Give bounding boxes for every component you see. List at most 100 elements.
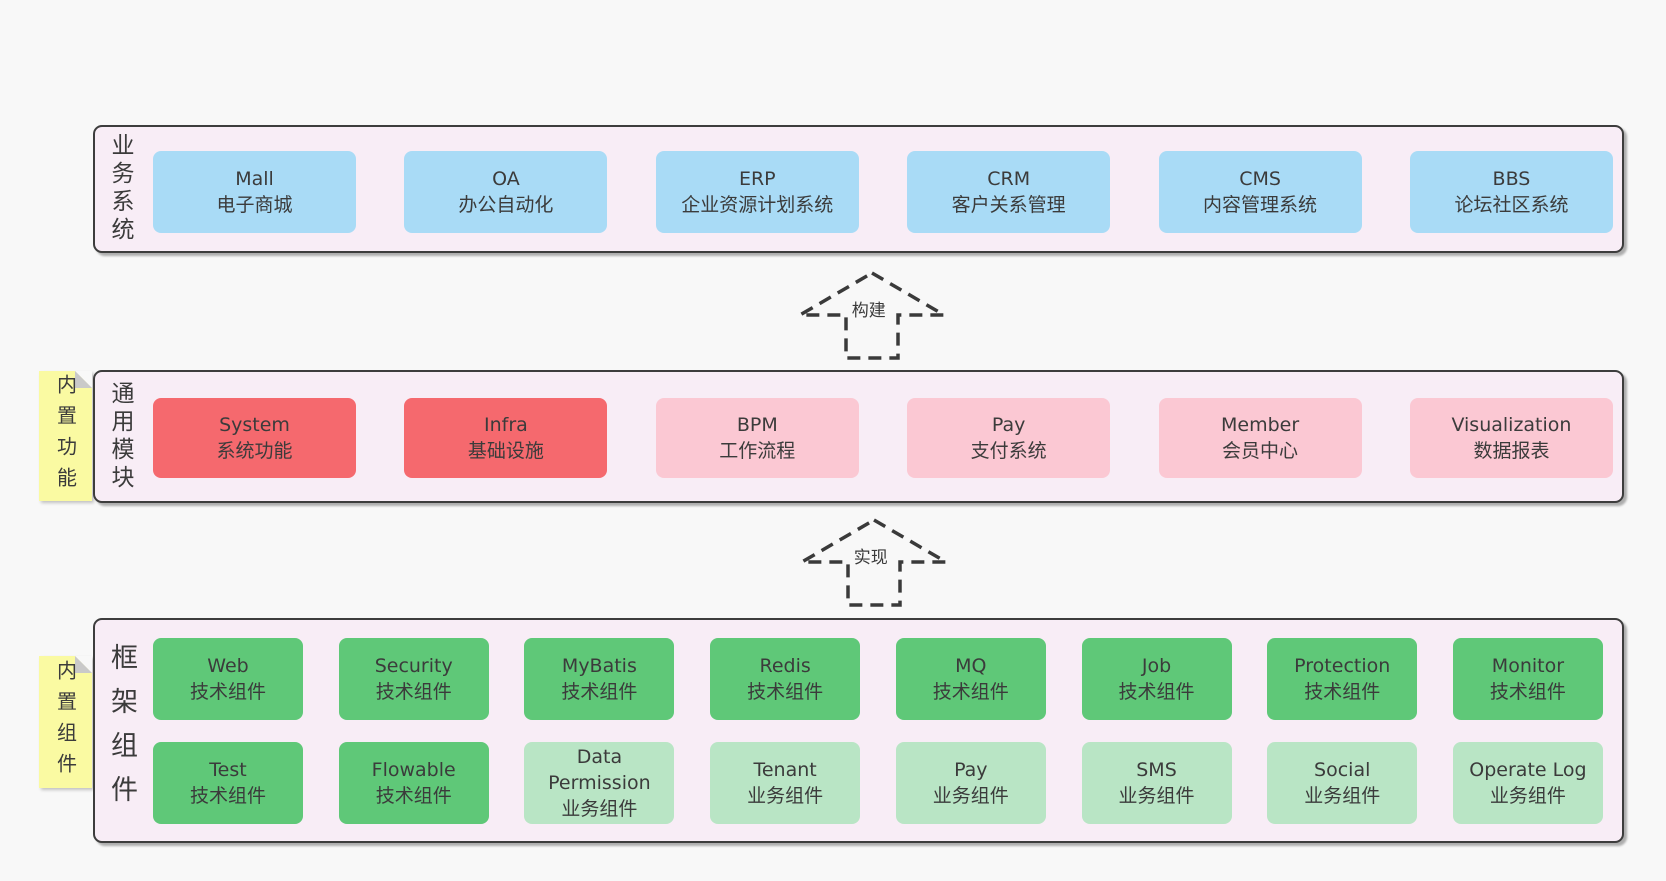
box-bbs: BBS 论坛社区系统 <box>1409 151 1613 233</box>
modules-box-row: System 系统功能 Infra 基础设施 BPM 工作流程 Pay 支付系统… <box>153 398 1613 478</box>
box-name: BPM <box>736 414 778 436</box>
box-name: Flowable <box>371 759 456 781</box>
box-desc: 业务组件 <box>1304 785 1381 807</box>
box-name: System <box>219 414 290 436</box>
box-desc: 基础设施 <box>467 440 544 462</box>
box-operate-log: Operate Log 业务组件 <box>1452 742 1603 824</box>
sticky-note-built-in-components: 内置组件 <box>39 656 92 788</box>
box-name: SMS <box>1136 759 1177 781</box>
box-name: Member <box>1220 414 1300 436</box>
box-desc: 业务组件 <box>1489 785 1566 807</box>
box-mq: MQ 技术组件 <box>895 638 1046 720</box>
box-desc: 技术组件 <box>375 681 452 703</box>
box-desc: 技术组件 <box>189 681 266 703</box>
box-social: Social 业务组件 <box>1267 742 1418 824</box>
box-name: OA <box>492 168 520 190</box>
box-name: Visualization <box>1451 414 1572 436</box>
box-bpm: BPM 工作流程 <box>655 398 859 478</box>
box-desc: 技术组件 <box>1304 681 1381 703</box>
arrow-label: 实现 <box>850 542 891 569</box>
box-monitor: Monitor 技术组件 <box>1452 638 1603 720</box>
section-label: 框架组件 <box>106 642 137 819</box>
box-visualization: Visualization 数据报表 <box>1409 398 1613 478</box>
box-desc: 办公自动化 <box>458 194 554 216</box>
folded-corner-icon <box>75 371 92 388</box>
box-mall: Mall 电子商城 <box>153 151 356 233</box>
box-name: Infra <box>483 414 528 436</box>
box-protection: Protection 技术组件 <box>1267 638 1418 720</box>
box-name: ERP <box>738 168 776 190</box>
arrow-implement: 实现 <box>796 516 952 608</box>
framework-box-rows: Web 技术组件 Security 技术组件 MyBatis 技术组件 Redi… <box>153 638 1603 824</box>
box-desc: 业务组件 <box>932 785 1009 807</box>
box-mybatis: MyBatis 技术组件 <box>524 638 675 720</box>
box-desc: 业务组件 <box>561 798 638 820</box>
box-tenant: Tenant 业务组件 <box>710 742 861 824</box>
box-desc: 技术组件 <box>932 681 1009 703</box>
box-name: CRM <box>987 168 1031 190</box>
section-framework-components: 框架组件 Web 技术组件 Security 技术组件 MyBatis 技术组件… <box>93 618 1624 843</box>
box-desc: 技术组件 <box>1489 681 1566 703</box>
box-redis: Redis 技术组件 <box>710 638 861 720</box>
box-name: Mall <box>235 168 274 190</box>
box-desc: 会员中心 <box>1222 440 1299 462</box>
arrow-build: 构建 <box>794 269 950 361</box>
box-desc: 业务组件 <box>1118 785 1195 807</box>
box-desc: 系统功能 <box>216 440 293 462</box>
box-desc: 技术组件 <box>561 681 638 703</box>
box-name: BBS <box>1492 168 1531 190</box>
section-label: 业务系统 <box>107 133 133 245</box>
business-box-row: Mall 电子商城 OA 办公自动化 ERP 企业资源计划系统 CRM 客户关系… <box>153 151 1613 233</box>
box-name: Test <box>209 759 247 781</box>
box-crm: CRM 客户关系管理 <box>907 151 1111 233</box>
box-member: Member 会员中心 <box>1158 398 1362 478</box>
note-label: 内置组件 <box>53 660 78 784</box>
box-web: Web 技术组件 <box>153 638 303 720</box>
box-pay-component: Pay 业务组件 <box>895 742 1046 824</box>
box-name: Operate Log <box>1469 759 1587 781</box>
box-infra: Infra 基础设施 <box>404 398 608 478</box>
box-system: System 系统功能 <box>153 398 356 478</box>
box-name: MyBatis <box>561 655 637 677</box>
box-name: Security <box>374 655 453 677</box>
framework-row-1: Web 技术组件 Security 技术组件 MyBatis 技术组件 Redi… <box>153 638 1603 720</box>
box-desc: 支付系统 <box>970 440 1047 462</box>
box-desc: 技术组件 <box>747 681 824 703</box>
box-desc: 工作流程 <box>719 440 796 462</box>
box-desc: 技术组件 <box>189 785 266 807</box>
box-name: CMS <box>1239 168 1281 190</box>
section-label: 通用模块 <box>107 380 133 493</box>
box-desc: 论坛社区系统 <box>1454 194 1569 216</box>
box-name: Social <box>1314 759 1371 781</box>
box-desc: 电子商城 <box>216 194 293 216</box>
box-oa: OA 办公自动化 <box>404 151 608 233</box>
sticky-note-built-in-features: 内置功能 <box>39 371 92 501</box>
box-name: Data Permission <box>548 746 651 794</box>
box-erp: ERP 企业资源计划系统 <box>655 151 859 233</box>
box-desc: 数据报表 <box>1473 440 1550 462</box>
note-label: 内置功能 <box>53 374 78 498</box>
box-test: Test 技术组件 <box>153 742 303 824</box>
box-cms: CMS 内容管理系统 <box>1158 151 1362 233</box>
box-name: Web <box>207 655 249 677</box>
box-name: Redis <box>759 655 811 677</box>
box-desc: 客户关系管理 <box>951 194 1066 216</box>
section-common-modules: 通用模块 System 系统功能 Infra 基础设施 BPM 工作流程 Pay… <box>93 370 1624 503</box>
box-sms: SMS 业务组件 <box>1081 742 1232 824</box>
box-desc: 技术组件 <box>1118 681 1195 703</box>
section-business-systems: 业务系统 Mall 电子商城 OA 办公自动化 ERP 企业资源计划系统 CRM… <box>93 125 1624 253</box>
box-desc: 业务组件 <box>747 785 824 807</box>
box-name: Pay <box>954 759 988 781</box>
box-data-permission: Data Permission 业务组件 <box>524 742 675 824</box>
folded-corner-icon <box>75 656 92 673</box>
box-name: Pay <box>991 414 1026 436</box>
box-name: Protection <box>1294 655 1391 677</box>
dashed-up-arrow-icon <box>796 517 952 607</box>
box-name: Job <box>1141 655 1172 677</box>
box-desc: 企业资源计划系统 <box>681 194 834 216</box>
box-desc: 内容管理系统 <box>1203 194 1318 216</box>
box-pay: Pay 支付系统 <box>907 398 1111 478</box>
box-job: Job 技术组件 <box>1081 638 1232 720</box>
box-security: Security 技术组件 <box>338 638 489 720</box>
